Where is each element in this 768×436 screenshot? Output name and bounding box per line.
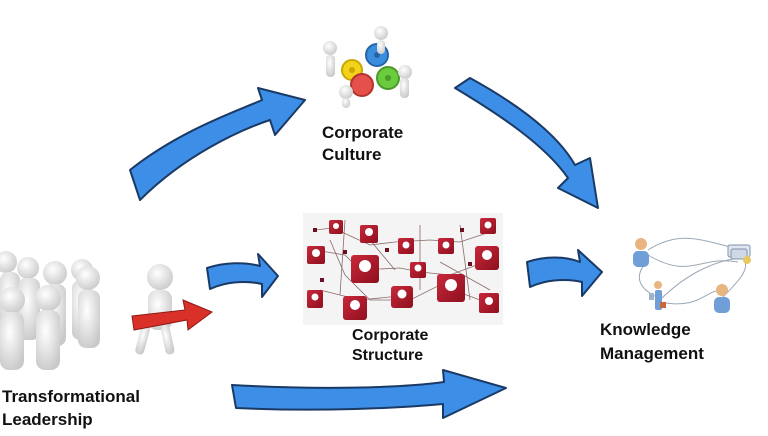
- org-network-icon: [303, 213, 503, 325]
- knowledge-network-icon: [633, 237, 751, 313]
- red-arrow-icon: [131, 299, 214, 331]
- node-culture-label: Corporate Culture: [322, 122, 403, 166]
- culture-label-line1: Corporate: [322, 123, 404, 142]
- knowledge-label-line1: Knowledge: [600, 320, 691, 339]
- arrow-leadership-to-culture: [129, 87, 306, 201]
- leadership-label-line2: Leadership: [2, 410, 93, 429]
- people-following-leader-icon: [0, 251, 214, 370]
- leadership-label-line1: Transformational: [2, 387, 140, 406]
- node-leadership-label: Transformational Leadership: [2, 385, 140, 431]
- arrow-leadership-to-knowledge: [231, 369, 507, 419]
- arrow-leadership-to-structure: [206, 253, 279, 298]
- arrow-culture-to-knowledge: [454, 77, 599, 209]
- people-gears-icon: [323, 26, 412, 108]
- arrow-structure-to-knowledge: [526, 249, 603, 297]
- node-structure-label: Corporate Structure: [352, 326, 428, 366]
- structure-label-line2: Structure: [352, 347, 424, 364]
- node-knowledge-label: Knowledge Management: [600, 318, 704, 366]
- culture-label-line2: Culture: [322, 145, 382, 164]
- structure-label-line1: Corporate: [352, 327, 429, 344]
- knowledge-label-line2: Management: [600, 344, 704, 363]
